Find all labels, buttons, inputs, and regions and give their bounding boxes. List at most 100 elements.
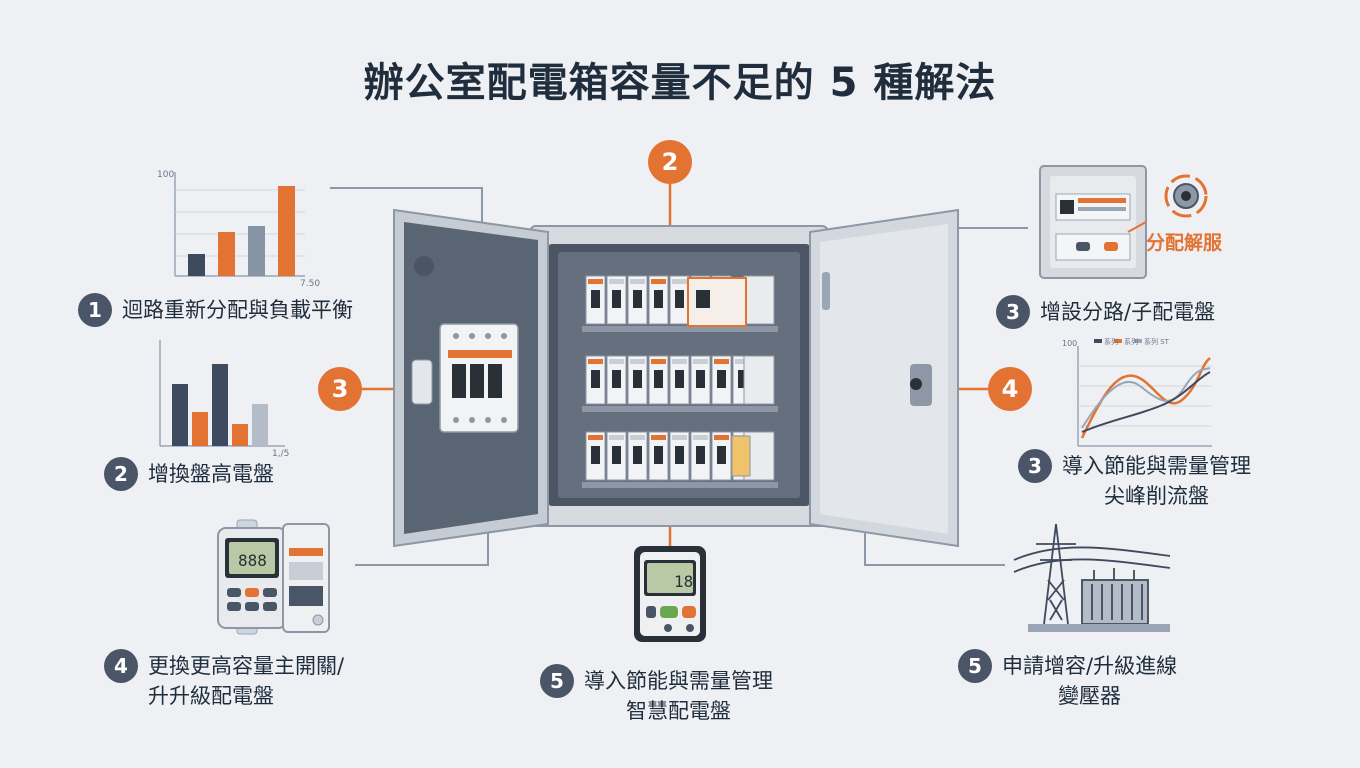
bar-top-1 <box>188 254 205 276</box>
connector-line-top-left <box>330 187 483 228</box>
pin-top: 2 <box>648 140 692 184</box>
breaker-switch <box>591 290 600 308</box>
breaker-label-strip <box>609 359 624 364</box>
label-left-4: 4 更換更高容量主開關/ 升升級配電盤 <box>104 649 344 711</box>
din-rail-3 <box>582 482 778 488</box>
step-number: 4 <box>104 649 138 683</box>
step-number: 3 <box>996 295 1030 329</box>
left-bar-chart-top: 100 7.50 <box>157 170 320 289</box>
pin-left: 3 <box>318 367 362 411</box>
label-right-3b: 3 導入節能與需量管理 尖峰削流盤 <box>1018 449 1251 511</box>
bar-mid-1 <box>172 384 188 446</box>
legend-entry-2: 系列 <box>1124 337 1138 346</box>
connector-line-bottom-left <box>355 528 489 566</box>
meter-panel-text: 分配解服 <box>1146 232 1223 254</box>
chart-y-label: 100 <box>1062 339 1077 348</box>
label-line: 智慧配電盤 <box>626 699 731 723</box>
breaker-switch <box>633 370 642 388</box>
breaker-label-strip <box>672 435 687 440</box>
breaker-label-strip <box>693 435 708 440</box>
step-number: 5 <box>958 649 992 683</box>
pin-right: 4 <box>988 367 1032 411</box>
label-line: 導入節能與需量管理 <box>584 669 773 693</box>
label-line: 增換盤高電盤 <box>148 462 274 486</box>
label-line: 尖峰削流盤 <box>1104 484 1209 508</box>
label-line: 導入節能與需量管理 <box>1062 454 1251 478</box>
breaker-label-strip <box>714 435 729 440</box>
breaker-switch <box>633 446 642 464</box>
breaker-label-strip <box>609 435 624 440</box>
smart-meter-device-bottom: 18 <box>634 546 706 642</box>
smart-meter-device-left: 888 <box>217 519 330 635</box>
label-left-2: 2 增換盤高電盤 <box>104 457 274 491</box>
breaker-switch <box>654 446 663 464</box>
connector-line-bottom-right <box>864 528 1005 566</box>
breaker-end-module <box>743 275 775 325</box>
bar-mid-3 <box>212 364 228 446</box>
right-line-chart: 100 系列 系列 系列 ST <box>1062 337 1212 447</box>
breaker-switch <box>738 370 747 388</box>
sub-panel-device <box>1039 165 1208 279</box>
breaker-switch <box>675 370 684 388</box>
label-right-3a: 3 增設分路/子配電盤 <box>996 295 1216 329</box>
breaker-label-strip <box>672 279 687 284</box>
breaker-switch <box>717 446 726 464</box>
breaker-label-strip <box>609 279 624 284</box>
breaker-label-strip <box>588 279 603 284</box>
breaker-switch <box>654 290 663 308</box>
main-meter-switch <box>696 290 710 308</box>
din-rail-1 <box>582 326 778 332</box>
bar-top-2 <box>218 232 235 276</box>
legend-entry-3: 系列 ST <box>1144 337 1170 346</box>
breaker-switch <box>717 370 726 388</box>
step-number: 5 <box>540 664 574 698</box>
din-rail-2 <box>582 406 778 412</box>
breaker-label-strip <box>630 279 645 284</box>
breaker-switch <box>591 370 600 388</box>
transformer-tower <box>1013 523 1171 632</box>
bar-top-3 <box>248 226 265 276</box>
breaker-switch <box>612 290 621 308</box>
breaker-label-strip <box>735 359 750 364</box>
bar-top-4 <box>278 186 295 276</box>
breaker-label-strip <box>714 359 729 364</box>
breaker-label-strip <box>693 359 708 364</box>
breaker-end-module <box>743 355 775 405</box>
bar-mid-5 <box>252 404 268 446</box>
step-number: 1 <box>78 293 112 327</box>
legend-entry-1: 系列 <box>1104 337 1118 346</box>
breaker-switch <box>696 370 705 388</box>
breaker-label-strip <box>651 435 666 440</box>
breaker-label-strip <box>651 359 666 364</box>
svg-text:888: 888 <box>238 551 267 570</box>
left-bar-chart-mid: 1,/5 <box>159 340 289 459</box>
breaker-switch <box>675 290 684 308</box>
chart-y-max-label: 100 <box>157 170 174 180</box>
label-line: 變壓器 <box>1058 684 1122 708</box>
meter-plug <box>731 435 751 477</box>
connector-lines <box>330 187 1028 566</box>
breaker-label-strip <box>672 359 687 364</box>
breaker-label-strip <box>630 435 645 440</box>
breaker-switch <box>612 370 621 388</box>
label-right-5: 5 申請增容/升級進線 變壓器 <box>958 649 1178 711</box>
label-line: 升升級配電盤 <box>148 684 274 708</box>
label-line: 增設分路/子配電盤 <box>1040 300 1216 324</box>
breaker-label-strip <box>630 359 645 364</box>
breaker-switch <box>675 446 684 464</box>
page-title: 辦公室配電箱容量不足的 5 種解法 <box>363 60 997 106</box>
label-bottom-5: 5 導入節能與需量管理 智慧配電盤 <box>540 664 773 726</box>
breaker-switch <box>696 446 705 464</box>
step-number: 2 <box>104 457 138 491</box>
chart-x-end-label: 1,/5 <box>272 449 289 459</box>
distribution-cabinet <box>393 208 959 548</box>
label-line: 申請增容/升級進線 <box>1002 654 1178 678</box>
breaker-label-strip <box>588 359 603 364</box>
breaker-switch <box>633 290 642 308</box>
breaker-label-strip <box>651 279 666 284</box>
bar-mid-2 <box>192 412 208 446</box>
svg-text:18: 18 <box>674 572 693 591</box>
breaker-switch <box>591 446 600 464</box>
